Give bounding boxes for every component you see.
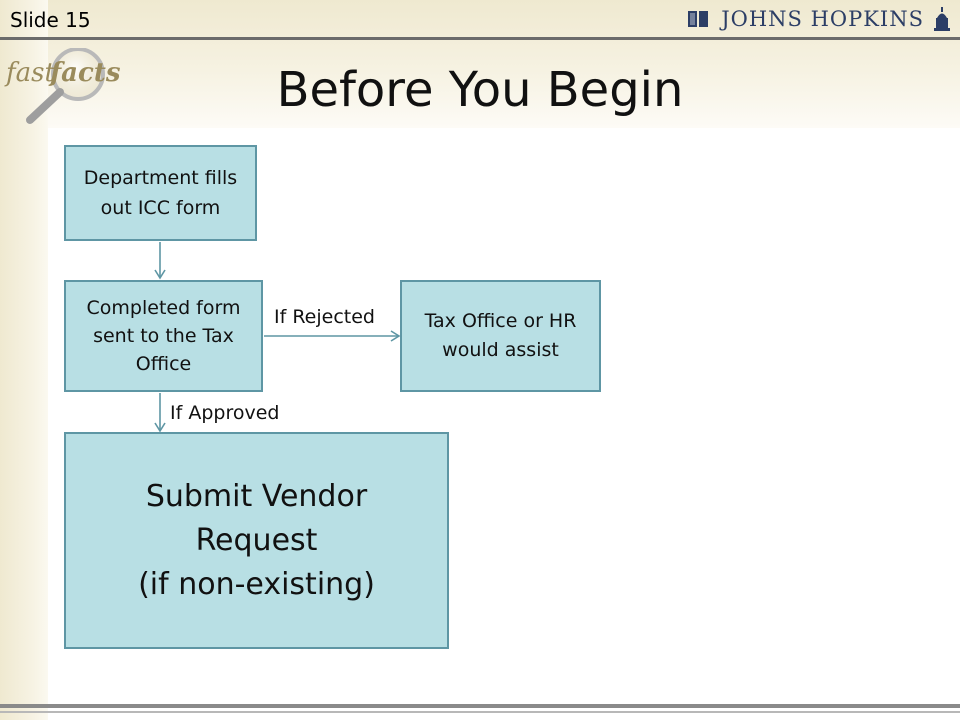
page-title: Before You Begin bbox=[276, 62, 684, 118]
dome-building-icon bbox=[934, 7, 950, 31]
footer-divider-secondary bbox=[0, 711, 960, 713]
footer-divider bbox=[0, 704, 960, 708]
node-submit-vendor-request: Submit Vendor Request (if non-existing) bbox=[64, 432, 449, 649]
arrowhead-completed-to-submit bbox=[154, 422, 166, 433]
left-sidebar-band bbox=[0, 0, 48, 720]
arrowhead-department-to-completed bbox=[154, 269, 166, 280]
slide-number: Slide 15 bbox=[10, 8, 91, 32]
shield-emblem-icon bbox=[688, 11, 709, 27]
arrowhead-completed-to-assist bbox=[390, 330, 401, 342]
node-label-line-1: Submit Vendor Request bbox=[145, 478, 368, 558]
fastfacts-logo: fast facts bbox=[4, 48, 121, 124]
node-label: Completed form sent to the Tax Office bbox=[86, 297, 241, 375]
node-tax-office-or-hr-assist: Tax Office or HR would assist bbox=[400, 280, 601, 392]
node-department-fills-form: Department fills out ICC form bbox=[64, 145, 257, 241]
edge-label-if-approved: If Approved bbox=[170, 402, 280, 424]
node-label: Department fills out ICC form bbox=[83, 167, 238, 219]
header-band bbox=[0, 0, 960, 128]
fastfacts-word-fast: fast bbox=[6, 58, 55, 88]
node-label-line-2: (if non-existing) bbox=[138, 566, 375, 602]
university-name: JOHNS HOPKINS bbox=[721, 7, 924, 31]
edge-label-if-rejected: If Rejected bbox=[274, 306, 375, 328]
node-label: Tax Office or HR would assist bbox=[424, 310, 577, 361]
johns-hopkins-logo: JOHNS HOPKINS bbox=[687, 4, 952, 34]
header-divider bbox=[0, 37, 960, 40]
magnifying-glass-icon bbox=[26, 48, 105, 124]
fastfacts-word-facts: facts bbox=[50, 58, 121, 88]
node-form-sent-to-tax-office: Completed form sent to the Tax Office bbox=[64, 280, 263, 392]
